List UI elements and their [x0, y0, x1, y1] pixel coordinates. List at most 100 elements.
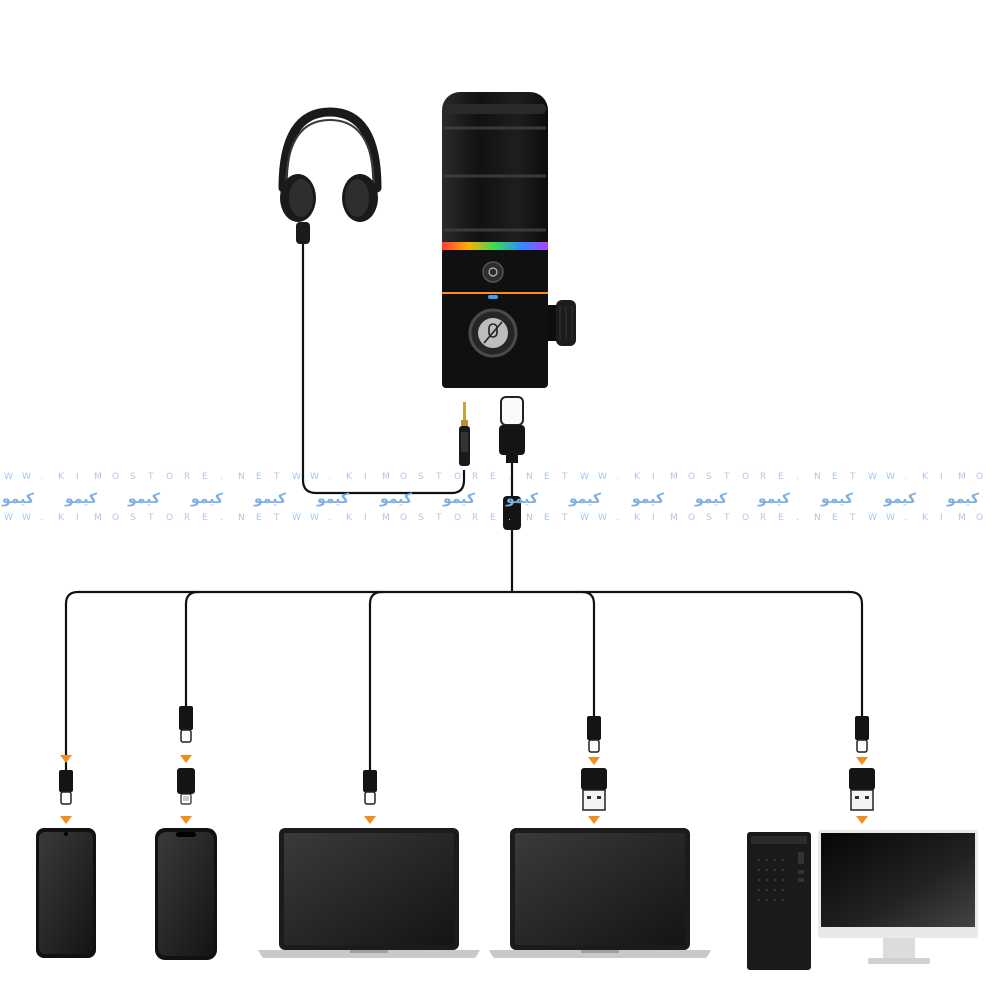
usb-a-adapter-icon	[581, 768, 607, 811]
iphone-icon	[155, 828, 217, 960]
watermark-letter: M	[382, 513, 390, 523]
desktop-computer-icon	[747, 830, 978, 970]
branch-laptop1	[368, 590, 383, 770]
watermark-letter: W	[598, 513, 607, 523]
watermark-letter: E	[256, 513, 262, 523]
watermark-letter: T	[148, 513, 154, 523]
branch-laptop2	[581, 590, 596, 716]
watermark-letter: T	[562, 513, 568, 523]
watermark-letter: M	[670, 472, 678, 482]
watermark-letter: I	[940, 472, 943, 482]
watermark-letter: O	[688, 513, 696, 523]
watermark-letter: N	[238, 472, 245, 482]
watermark-letter: K	[58, 513, 64, 523]
watermark-letter: K	[922, 513, 928, 523]
watermark-letter: E	[544, 472, 550, 482]
watermark-logo: کیمو	[695, 491, 728, 507]
watermark-letter: .	[904, 472, 907, 482]
watermark-letter: .	[40, 513, 43, 523]
watermark-letter: K	[58, 472, 64, 482]
branch-android	[64, 590, 79, 770]
watermark-letter: M	[958, 472, 966, 482]
watermark-letter: .	[796, 472, 799, 482]
watermark-letter: N	[526, 472, 533, 482]
watermark-letter: R	[472, 513, 479, 523]
arrow-marker	[856, 757, 868, 765]
watermark-letter: E	[490, 513, 496, 523]
watermark-letter: T	[850, 472, 856, 482]
arrow-marker	[856, 816, 868, 824]
watermark-logo: کیمو	[254, 491, 287, 507]
watermark-letter: R	[184, 513, 191, 523]
watermark-letter: E	[832, 472, 838, 482]
watermark-letter: O	[454, 472, 462, 482]
watermark-letter: W	[886, 513, 895, 523]
watermark-letter: S	[130, 472, 136, 482]
watermark-letter: E	[490, 472, 496, 482]
watermark-letter: S	[418, 513, 424, 523]
watermark-letter: I	[364, 472, 367, 482]
watermark-letter: M	[958, 513, 966, 523]
watermark-letter: O	[166, 513, 174, 523]
branch-iphone	[184, 590, 199, 706]
watermark-letter: K	[634, 472, 640, 482]
watermark-letter: S	[130, 513, 136, 523]
watermark-letter: W	[310, 472, 319, 482]
watermark-logo: کیمو	[884, 491, 917, 507]
watermark-letter: T	[436, 472, 442, 482]
watermark-logo: کیمو	[2, 491, 35, 507]
watermark-letter: M	[94, 513, 102, 523]
headphone-cable	[301, 240, 466, 495]
watermark-letter: W	[868, 472, 877, 482]
watermark-letter: O	[400, 472, 408, 482]
watermark-letter: S	[706, 472, 712, 482]
watermark-letter: S	[706, 513, 712, 523]
watermark-letter: W	[598, 472, 607, 482]
watermark-letter: O	[112, 513, 120, 523]
watermark-logo: کیمو	[569, 491, 602, 507]
watermark-letter: W	[292, 472, 301, 482]
android-phone-icon	[36, 828, 96, 958]
watermark-letter: S	[418, 472, 424, 482]
watermark-letter: O	[742, 513, 750, 523]
watermark-letter: I	[76, 513, 79, 523]
lightning-adapter-icon	[177, 768, 195, 805]
watermark-letter: E	[544, 513, 550, 523]
watermark-letter: N	[526, 513, 533, 523]
watermark-letter: .	[616, 513, 619, 523]
watermark-letter: O	[400, 513, 408, 523]
usb-microphone-icon	[442, 92, 576, 388]
watermark-letter: N	[814, 513, 821, 523]
watermark-letter: R	[472, 472, 479, 482]
watermark-logo: کیمو	[632, 491, 665, 507]
watermark-letter: .	[40, 472, 43, 482]
watermark-letter: E	[202, 513, 208, 523]
ferrite-bead	[503, 496, 521, 530]
watermark-letter: T	[724, 472, 730, 482]
watermark-letter: T	[562, 472, 568, 482]
cables	[64, 240, 864, 770]
watermark-letter: W	[580, 513, 589, 523]
usb-c-plug-icon	[59, 770, 73, 805]
watermark-letter: .	[220, 513, 223, 523]
watermark-letter: O	[976, 513, 984, 523]
watermark-letter: K	[922, 472, 928, 482]
watermark-letter: T	[148, 472, 154, 482]
watermark-letter: O	[166, 472, 174, 482]
watermark-logo: کیمو	[758, 491, 791, 507]
arrow-marker	[180, 816, 192, 824]
watermark-letter: .	[220, 472, 223, 482]
arrow-marker	[180, 755, 192, 763]
connectors	[59, 706, 875, 811]
usb-a-adapter-icon	[849, 768, 875, 811]
arrow-marker	[60, 816, 72, 824]
watermark-letter: I	[652, 513, 655, 523]
watermark-letter: O	[454, 513, 462, 523]
watermark-letter: T	[850, 513, 856, 523]
watermark-logo: کیمو	[65, 491, 98, 507]
watermark-letter: R	[760, 513, 767, 523]
watermark-letter: W	[292, 513, 301, 523]
watermark-letter: M	[382, 472, 390, 482]
